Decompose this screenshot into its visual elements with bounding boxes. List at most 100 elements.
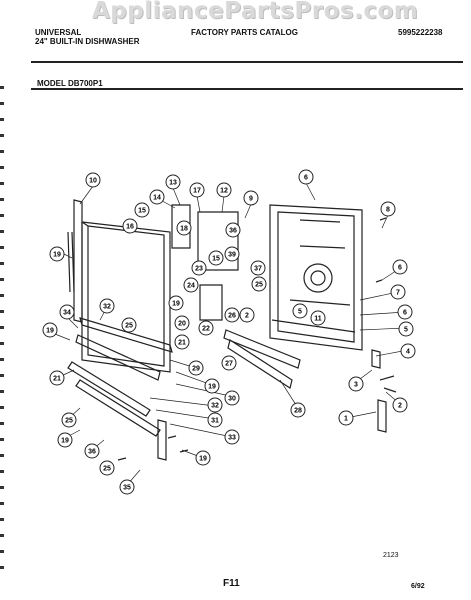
- callout-label: 25: [255, 282, 263, 289]
- callout-label: 14: [153, 195, 161, 202]
- header-brand: UNIVERSAL: [35, 28, 82, 37]
- header-rule-bottom: [31, 88, 463, 90]
- callout-label: 26: [228, 313, 236, 320]
- callout-marker: 23: [191, 260, 207, 276]
- callout-label: 13: [169, 180, 177, 187]
- callout-label: 20: [178, 321, 186, 328]
- callout-label: 2: [398, 403, 402, 410]
- callout-label: 19: [208, 384, 216, 391]
- callout-label: 39: [228, 252, 236, 259]
- callout-label: 22: [202, 326, 210, 333]
- callout-label: 15: [138, 208, 146, 215]
- header-catalog-number: 5995222238: [398, 28, 443, 37]
- header-model: MODEL DB700P1: [37, 79, 103, 88]
- watermark: AppliancePartsPros.com: [92, 0, 419, 24]
- callout-marker: 4: [400, 343, 416, 359]
- callout-marker: 2: [392, 397, 408, 413]
- callout-marker: 2: [239, 307, 255, 323]
- callout-marker: 1: [338, 410, 354, 426]
- drawing-number: 2123: [383, 552, 399, 559]
- callout-label: 27: [225, 361, 233, 368]
- callout-marker: 12: [216, 182, 232, 198]
- vent-assembly: [199, 284, 223, 321]
- callout-marker: 7: [390, 284, 406, 300]
- callout-label: 11: [314, 316, 322, 323]
- callout-label: 18: [180, 226, 188, 233]
- callout-marker: 20: [174, 315, 190, 331]
- callout-marker: 29: [188, 360, 204, 376]
- page-code: F11: [223, 578, 240, 589]
- callout-label: 36: [88, 449, 96, 456]
- callout-label: 19: [53, 252, 61, 259]
- callout-label: 25: [103, 466, 111, 473]
- callout-marker: 26: [224, 307, 240, 323]
- callout-label: 19: [61, 438, 69, 445]
- detergent-dispenser: [303, 263, 333, 293]
- callout-label: 2: [245, 313, 249, 320]
- callout-label: 12: [220, 188, 228, 195]
- callout-label: 32: [211, 403, 219, 410]
- callout-marker: 25: [61, 412, 77, 428]
- callout-marker: 15: [208, 250, 224, 266]
- callout-marker: 25: [99, 460, 115, 476]
- callout-marker: 25: [251, 276, 267, 292]
- callout-marker: 17: [189, 182, 205, 198]
- callout-marker: 32: [99, 298, 115, 314]
- callout-label: 1: [344, 416, 348, 423]
- callout-marker: 16: [122, 218, 138, 234]
- callout-marker: 14: [149, 189, 165, 205]
- callout-marker: 30: [224, 390, 240, 406]
- callout-marker: 3: [348, 376, 364, 392]
- inner-door-liner: [269, 204, 363, 351]
- callout-marker: 27: [221, 355, 237, 371]
- callout-marker: 28: [290, 402, 306, 418]
- latch-assembly: [197, 211, 239, 271]
- callout-label: 24: [187, 283, 195, 290]
- callout-marker: 13: [165, 174, 181, 190]
- callout-marker: 5: [292, 303, 308, 319]
- door-trim-strip: [73, 199, 83, 323]
- callout-marker: 19: [204, 378, 220, 394]
- callout-marker: 19: [57, 432, 73, 448]
- door-assembly-linework: [67, 199, 397, 461]
- callout-marker: 5: [398, 321, 414, 337]
- callout-marker: 37: [250, 260, 266, 276]
- callout-marker: 25: [121, 317, 137, 333]
- side-trim-part-1: [377, 399, 387, 433]
- callout-marker: 6: [298, 169, 314, 185]
- callout-marker: 24: [183, 277, 199, 293]
- part-callouts: 10 13 17 12 9 6 8 14 15 16 18 36 39 37 1…: [42, 169, 416, 495]
- callout-marker: 9: [243, 190, 259, 206]
- callout-marker: 35: [119, 479, 135, 495]
- callout-marker: 31: [207, 412, 223, 428]
- callout-label: 21: [178, 340, 186, 347]
- callout-label: 19: [46, 328, 54, 335]
- callout-label: 10: [89, 178, 97, 185]
- callout-label: 33: [228, 435, 236, 442]
- revision-date: 6/92: [411, 583, 425, 590]
- header-product: 24" BUILT-IN DISHWASHER: [35, 37, 140, 46]
- callout-marker: 19: [42, 322, 58, 338]
- callout-label: 4: [406, 349, 410, 356]
- callout-label: 21: [53, 376, 61, 383]
- callout-marker: 8: [380, 201, 396, 217]
- hinge-bracket: [171, 204, 191, 249]
- callout-label: 5: [404, 327, 408, 334]
- callout-label: 5: [298, 309, 302, 316]
- kick-bracket: [157, 419, 167, 461]
- header-catalog: FACTORY PARTS CATALOG: [191, 28, 298, 37]
- callout-label: 35: [123, 485, 131, 492]
- callout-marker: 21: [174, 334, 190, 350]
- callout-label: 25: [125, 323, 133, 330]
- callout-label: 37: [254, 266, 262, 273]
- callout-marker: 10: [85, 172, 101, 188]
- callout-marker: 36: [84, 443, 100, 459]
- callout-label: 19: [172, 301, 180, 308]
- callout-label: 23: [195, 266, 203, 273]
- callout-marker: 18: [176, 220, 192, 236]
- callout-label: 8: [386, 207, 390, 214]
- binding-edge-marks: [0, 86, 4, 586]
- callout-label: 31: [211, 418, 219, 425]
